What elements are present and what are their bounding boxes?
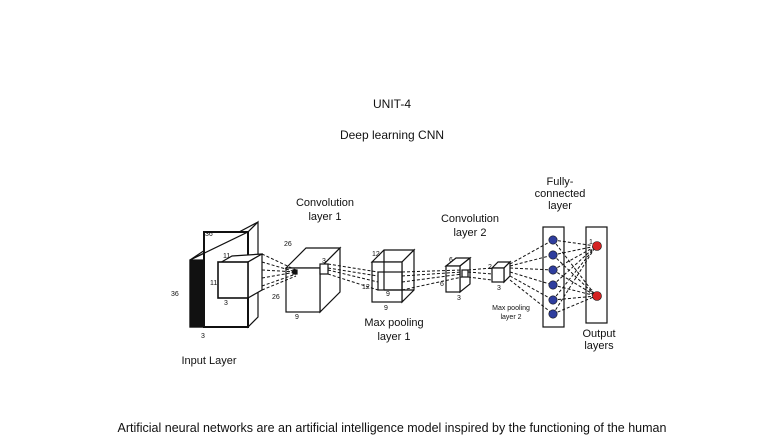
conv1-depth-dim: 9 bbox=[295, 314, 299, 321]
input-kernel-c-dim: 3 bbox=[224, 300, 228, 307]
connection-lines bbox=[261, 239, 597, 315]
conv1-label-line1: Convolution bbox=[296, 197, 354, 209]
output-bottom-dim: 5 bbox=[589, 289, 593, 296]
unit-title: UNIT-4 bbox=[372, 97, 411, 111]
fc-layer-box bbox=[542, 226, 565, 328]
conv1-height-dim: 26 bbox=[284, 241, 292, 248]
maxpool2-block bbox=[490, 260, 512, 284]
fc-node bbox=[548, 250, 558, 260]
maxpool2-label-line1: Max pooling bbox=[492, 305, 530, 312]
fc-node bbox=[548, 235, 558, 245]
input-layer-block bbox=[189, 220, 263, 329]
fc-node bbox=[548, 265, 558, 275]
input-kernel-a-dim: 11 bbox=[223, 253, 230, 260]
conv1-label-line2: layer 1 bbox=[308, 211, 341, 223]
conv2-width-dim: 6 bbox=[440, 281, 444, 288]
conv2-depth-dim: 3 bbox=[457, 295, 461, 302]
maxpool1-label-line1: Max pooling bbox=[364, 317, 423, 329]
input-width-dim: 36 bbox=[171, 291, 179, 298]
input-layer-label: Input Layer bbox=[181, 355, 236, 367]
fc-label-line3: layer bbox=[548, 200, 572, 212]
fc-node bbox=[548, 280, 558, 290]
pool1-height-dim: 12 bbox=[372, 251, 380, 258]
pool2-depth-dim: 3 bbox=[497, 285, 501, 292]
conv1-kernel-dim: 3 bbox=[322, 258, 326, 265]
output-label-line1: Output bbox=[582, 328, 615, 340]
input-depth-dim: 3 bbox=[201, 333, 205, 340]
conv2-label-line2: layer 2 bbox=[453, 227, 486, 239]
pool1-width-dim: 12 bbox=[362, 284, 370, 291]
output-node bbox=[592, 241, 602, 251]
output-node bbox=[592, 291, 602, 301]
conv1-block bbox=[284, 246, 342, 314]
output-layer-box bbox=[585, 226, 608, 324]
output-label-line2: layers bbox=[584, 340, 614, 352]
slide-subtitle: Deep learning CNN bbox=[339, 128, 445, 142]
conv2-label-line1: Convolution bbox=[441, 213, 499, 225]
fc-label-line2: connected bbox=[535, 188, 586, 200]
pool2-height-dim: 2 bbox=[488, 264, 492, 271]
conv1-width-dim: 26 bbox=[272, 294, 280, 301]
input-kernel-b-dim: 11 bbox=[210, 280, 217, 287]
output-top-dim: 1 bbox=[589, 239, 593, 246]
pool1-depth-dim: 9 bbox=[384, 305, 388, 312]
conv2-height-dim: 6 bbox=[449, 257, 453, 264]
fc-label-line1: Fully- bbox=[547, 176, 574, 188]
fc-node bbox=[548, 309, 558, 319]
maxpool1-label-line2: layer 1 bbox=[377, 331, 410, 343]
pool1-kernel-dim: 9 bbox=[386, 291, 390, 298]
input-height-dim: 36 bbox=[205, 231, 213, 238]
body-caption: Artificial neural networks are an artifi… bbox=[117, 421, 667, 435]
maxpool2-label-line2: layer 2 bbox=[500, 314, 521, 321]
fc-node bbox=[548, 295, 558, 305]
